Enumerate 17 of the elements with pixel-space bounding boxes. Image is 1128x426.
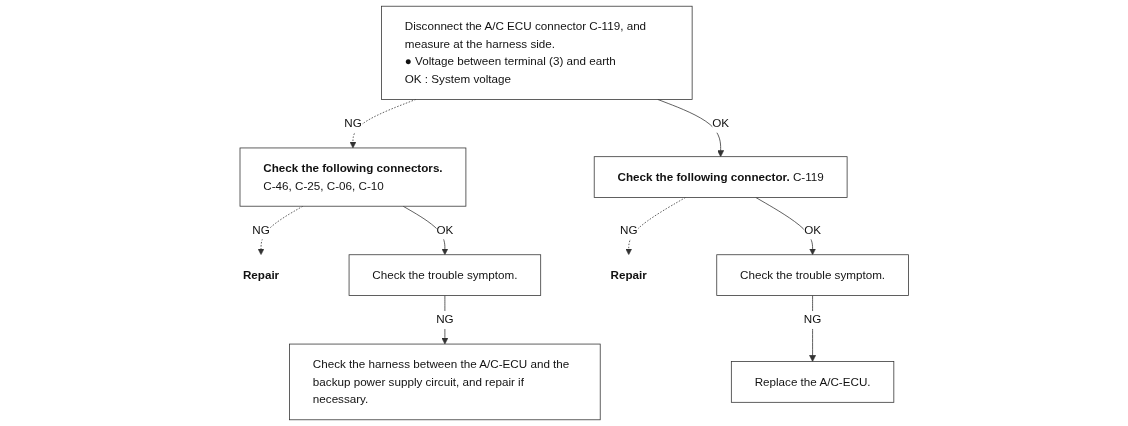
edge-label: NG: [344, 116, 362, 130]
edge-label: NG: [619, 223, 638, 237]
node-text: Repair: [610, 267, 647, 282]
edge-label: OK: [804, 223, 821, 237]
edge-label: OK: [436, 223, 454, 237]
node-box: Check the following connector. C-119: [593, 156, 848, 198]
node-box: Check the trouble symptom.: [348, 254, 542, 296]
edge-label: NG: [252, 223, 270, 237]
edge-label: OK: [712, 116, 730, 130]
node-box: Check the following connectors. C-46, C-25, C-06, C-10: [239, 147, 467, 207]
node-box: Disconnect the A/C ECU connector C-119, and measure at the harness side. ● Voltage between terminal (3) and earth OK : System voltage: [381, 5, 693, 100]
node-box: Check the trouble symptom.: [716, 254, 909, 296]
node-box: Check the harness between the A/C-ECU and the backup power supply circuit, and repair if necessary.: [289, 343, 601, 421]
edge-label: NG: [436, 312, 454, 326]
node-text: Repair: [242, 267, 280, 282]
edge-label: NG: [803, 312, 822, 326]
node-box: Replace the A/C-ECU.: [730, 361, 895, 403]
